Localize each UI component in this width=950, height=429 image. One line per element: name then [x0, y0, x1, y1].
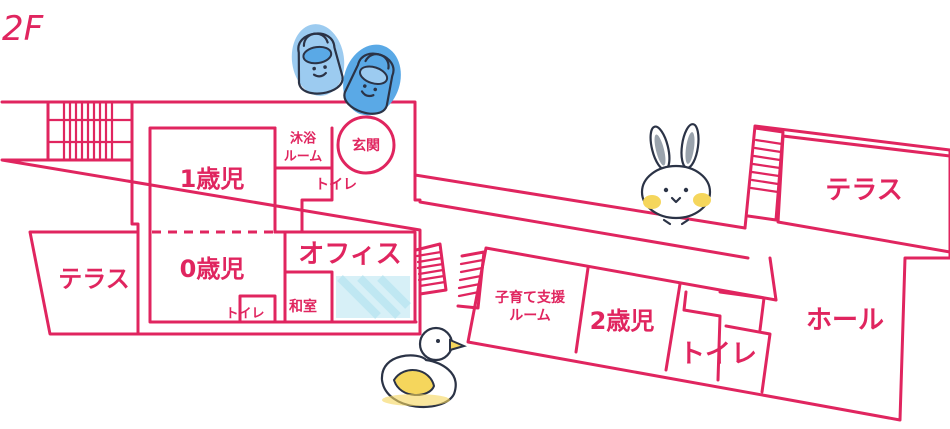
right-wing	[456, 124, 950, 422]
room-support-line1: 子育て支援	[495, 289, 566, 306]
stair-center	[414, 242, 448, 296]
entrance-circle	[336, 115, 396, 175]
room-support-line2: ルーム	[509, 308, 551, 324]
room-toilet-a: トイレ	[315, 177, 357, 193]
corridor	[413, 173, 750, 260]
room-terrace-right: テラス	[825, 176, 902, 206]
room-terrace-left: テラス	[58, 265, 130, 293]
room-toilet-b: トイレ	[225, 307, 264, 322]
stair-left	[46, 100, 134, 162]
room-age2: 2歳児	[590, 307, 655, 335]
floor-label: 2F	[2, 9, 44, 49]
room-bath-line2: ルーム	[284, 150, 323, 165]
left-wing	[0, 100, 448, 336]
room-toilet-c: トイレ	[679, 340, 757, 370]
room-washitsu: 和室	[289, 298, 317, 315]
room-entrance: 玄関	[352, 137, 380, 154]
room-age0: 0歳児	[180, 255, 245, 283]
shoes-icon	[291, 24, 401, 116]
room-office: オフィス	[298, 240, 401, 270]
room-age1: 1歳児	[180, 165, 245, 193]
stair-left-treads	[46, 100, 134, 162]
room-bath-line1: 沐浴	[290, 131, 317, 147]
room-hall: ホール	[806, 306, 884, 336]
rabbit-icon	[640, 123, 712, 226]
duck-icon	[380, 326, 467, 408]
glass-stripes	[337, 275, 411, 319]
